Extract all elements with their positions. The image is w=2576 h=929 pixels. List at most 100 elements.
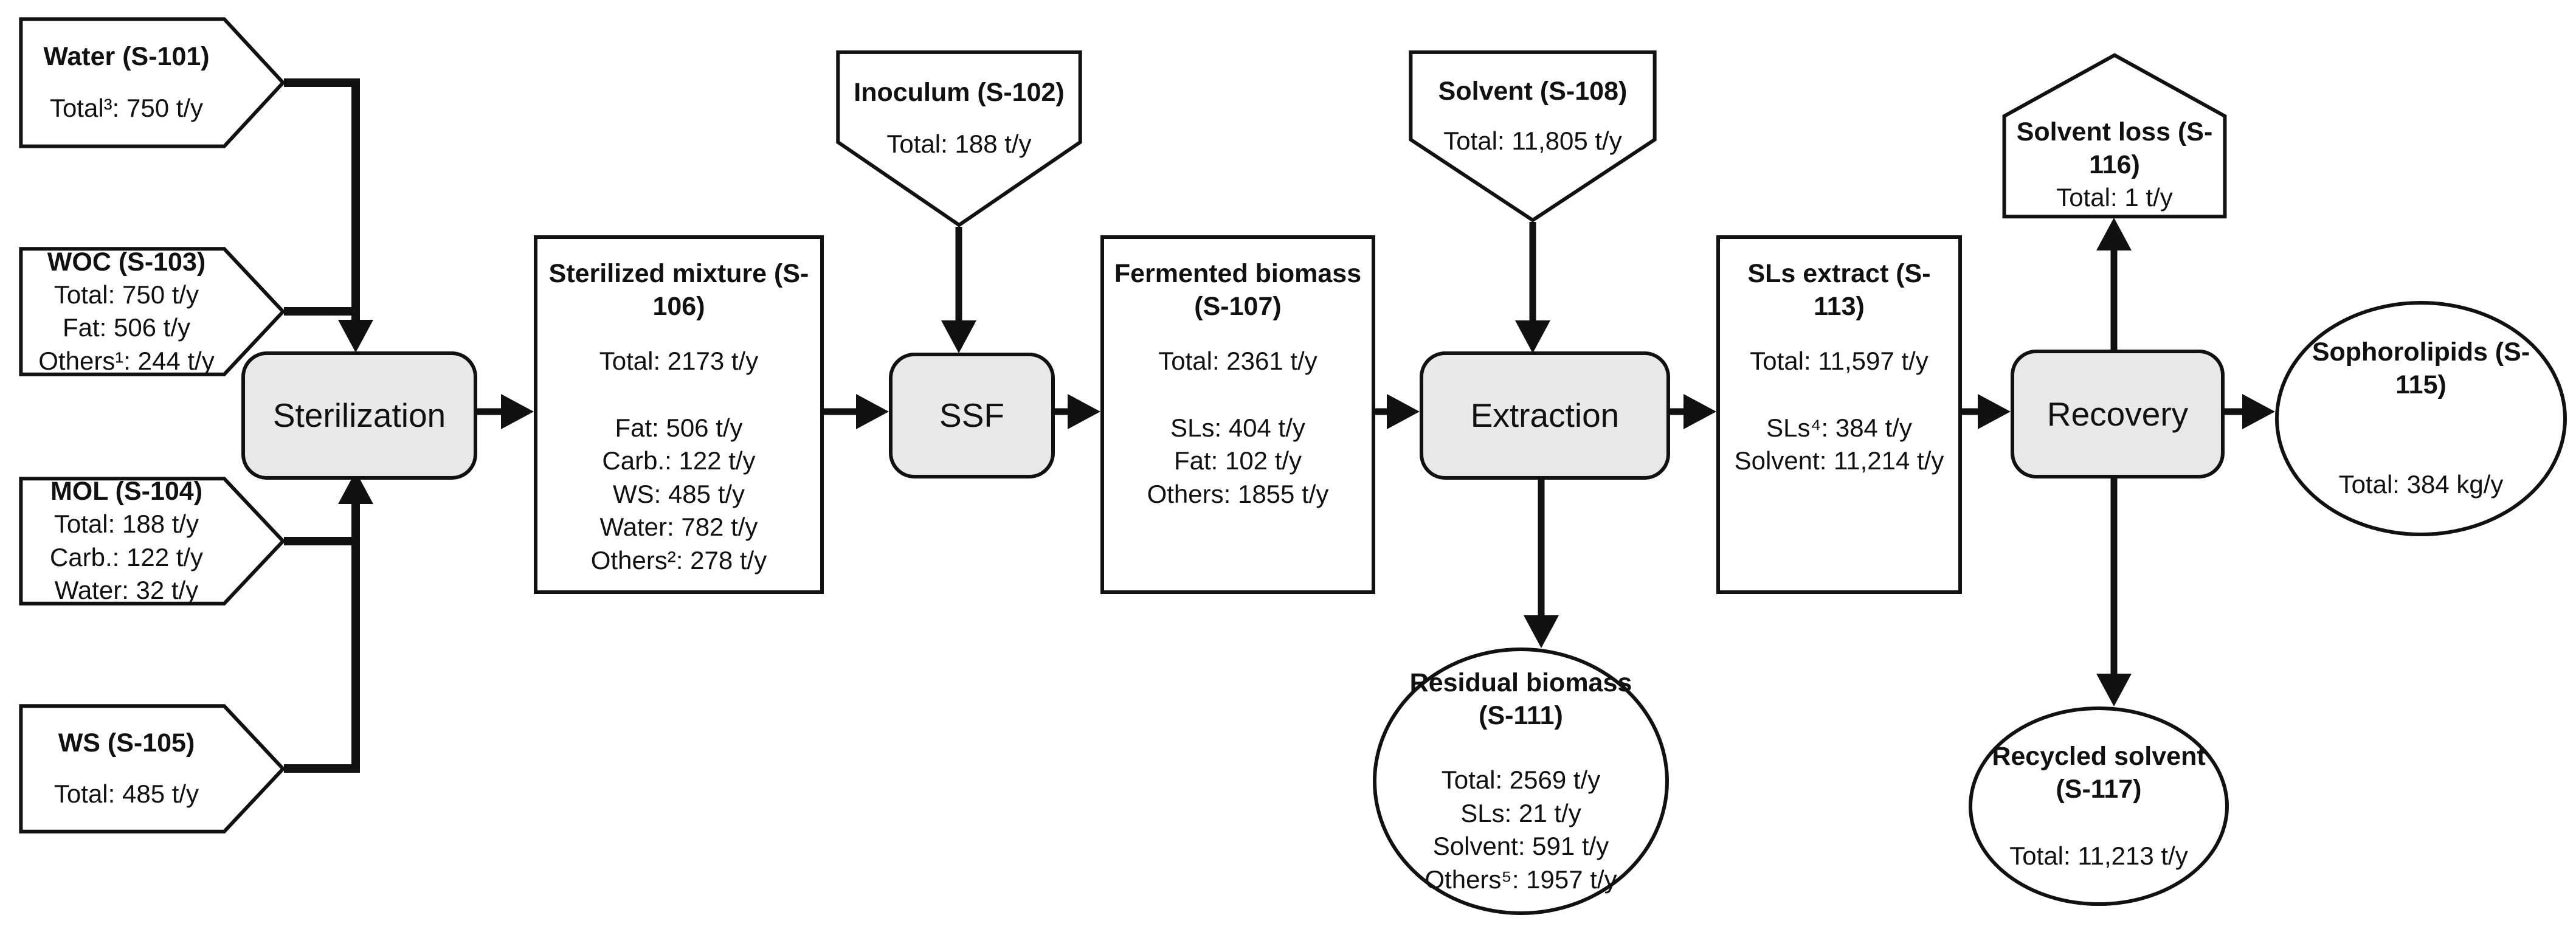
pentagon-down-shape: [1406, 50, 1660, 222]
stream-content: Solvent loss (S-116) Total: 1 t/y: [2000, 54, 2229, 218]
arrowhead-into-s116: [2096, 218, 2132, 250]
stream-sophorolipids-s115: Sophorolipids (S-115) Total: 384 kg/y: [2275, 301, 2567, 536]
stream-line: Total: 2569 t/y: [1441, 765, 1601, 794]
stream-line: [1735, 378, 1944, 412]
process-ssf: SSF: [889, 353, 1055, 478]
stream-sls-extract-s113: SLs extract (S-113) Total: 11,597 t/y SL…: [1716, 235, 1962, 594]
arrowhead-into-s106: [501, 394, 534, 429]
stream-title: Residual biomass (S-111): [1409, 668, 1632, 730]
stream-body: Total: 11,213 t/y: [2009, 840, 2188, 873]
stream-line: Others: 1855 t/y: [1147, 479, 1329, 508]
stream-line: Carb.: 122 t/y: [49, 542, 204, 572]
stream-content: Sophorolipids (S-115) Total: 384 kg/y: [2279, 305, 2563, 533]
stream-body: Total³: 750 t/y: [50, 92, 203, 125]
process-sterilization: Sterilization: [241, 351, 477, 480]
stream-title: Inoculum (S-102): [854, 78, 1065, 108]
stream-solvent-loss-s116: Solvent loss (S-116) Total: 1 t/y: [2000, 54, 2229, 218]
stream-line: SLs: 404 t/y: [1170, 413, 1305, 442]
stream-line: Total: 750 t/y: [54, 280, 199, 309]
stream-line: Water: 32 t/y: [54, 576, 199, 605]
stream-line: SLs: 21 t/y: [1460, 798, 1581, 827]
stream-line: Water: 782 t/y: [599, 513, 758, 542]
pentagon-right-shape: [18, 16, 286, 149]
stream-sterilized-mixture-s106: Sterilized mixture (S-106) Total: 2173 t…: [534, 235, 824, 594]
stream-line: Total³: 750 t/y: [49, 94, 204, 123]
process-recovery: Recovery: [2011, 350, 2225, 478]
arrowhead-into-s113: [1683, 394, 1716, 429]
pentagon-right-shape: [18, 476, 286, 606]
stream-content: Inoculum (S-102) Total: 188 t/y: [833, 50, 1085, 227]
stream-line: Solvent: 591 t/y: [1432, 832, 1609, 861]
stream-title: Solvent loss (S-116): [2016, 117, 2213, 180]
process-content: SSF: [893, 356, 1051, 475]
stream-recycled-solvent-s117: Recycled solvent (S-117) Total: 11,213 t…: [1969, 706, 2229, 906]
stream-residual-biomass-s111: Residual biomass (S-111) Total: 2569 t/y…: [1373, 648, 1669, 915]
arrowheads: [338, 218, 2275, 706]
stream-content: Solvent (S-108) Total: 11,805 t/y: [1406, 50, 1660, 222]
stream-body: Total: 384 kg/y: [2339, 468, 2504, 502]
stream-line: Solvent: 11,214 t/y: [1734, 446, 1944, 475]
stream-line: Total: 485 t/y: [54, 779, 199, 809]
stream-fermented-biomass-s107: Fermented biomass (S-107) Total: 2361 t/…: [1100, 235, 1375, 594]
arrowhead-into-extraction-top: [1515, 320, 1550, 353]
stream-content: Sterilized mixture (S-106) Total: 2173 t…: [537, 239, 820, 590]
stream-line: [1147, 378, 1329, 412]
pentagon-up-shape: [2000, 54, 2229, 218]
stream-content: Fermented biomass (S-107) Total: 2361 t/…: [1104, 239, 1372, 590]
pentagon-right-shape: [18, 246, 286, 377]
stream-content: SLs extract (S-113) Total: 11,597 t/y SL…: [1720, 239, 1958, 590]
arrowhead-into-s115: [2242, 394, 2275, 429]
stream-ws-s105: WS (S-105) Total: 485 t/y: [18, 703, 286, 834]
stream-line: Total: 2173 t/y: [599, 347, 759, 376]
stream-water-s101: Water (S-101) Total³: 750 t/y: [18, 16, 286, 149]
arrowhead-into-extraction-left: [1387, 394, 1420, 429]
stream-inoculum-s102: Inoculum (S-102) Total: 188 t/y: [833, 50, 1085, 227]
stream-line: Fat: 506 t/y: [62, 313, 191, 342]
stream-body: Total: 1 t/y: [2056, 181, 2172, 215]
stream-solvent-s108: Solvent (S-108) Total: 11,805 t/y: [1406, 50, 1660, 222]
stream-line: WS: 485 t/y: [612, 479, 745, 508]
stream-line: Others⁵: 1957 t/y: [1424, 865, 1617, 894]
arrowhead-into-ssf-left: [856, 394, 889, 429]
process-content: Extraction: [1423, 355, 1666, 476]
stream-title: Water (S-101): [43, 42, 210, 72]
process-content: Recovery: [2014, 353, 2221, 475]
pentagon-right-shape: [18, 703, 286, 834]
stream-line: Total: 11,597 t/y: [1750, 347, 1929, 376]
process-extraction: Extraction: [1420, 351, 1670, 480]
stream-title: WS (S-105): [58, 728, 195, 758]
stream-content: WS (S-105) Total: 485 t/y: [18, 703, 286, 834]
stream-title: Recycled solvent (S-117): [1992, 741, 2206, 804]
process-label: Sterilization: [272, 396, 446, 435]
stream-line: [591, 378, 767, 412]
arrowhead-into-recovery: [1978, 394, 2011, 429]
stream-title: Sterilized mixture (S-106): [548, 259, 809, 322]
arrowhead-into-sterilization-bottom: [338, 471, 373, 504]
stream-title: Solvent (S-108): [1438, 76, 1628, 106]
arrowhead-into-ssf-top: [941, 320, 976, 353]
process-label: Recovery: [2046, 395, 2189, 433]
stream-line: Total: 1 t/y: [2056, 183, 2173, 212]
process-label: SSF: [939, 396, 1004, 435]
stream-line: Total: 188 t/y: [54, 509, 199, 539]
arrowhead-into-s107: [1068, 394, 1100, 429]
process-content: Sterilization: [245, 355, 474, 476]
process-label: Extraction: [1470, 396, 1620, 435]
stream-body: Total: 485 t/y: [54, 778, 199, 811]
stream-line: Total: 11,213 t/y: [2009, 841, 2188, 870]
stream-content: Recycled solvent (S-117) Total: 11,213 t…: [1972, 710, 2225, 902]
stream-line: Total: 11,805 t/y: [1443, 126, 1622, 155]
stream-line: Fat: 102 t/y: [1173, 446, 1302, 475]
stream-body: Total: 11,805 t/y: [1443, 125, 1621, 158]
stream-body: Total: 188 t/y: [886, 128, 1031, 161]
stream-title: Fermented biomass (S-107): [1114, 259, 1362, 322]
stream-line: Total: 188 t/y: [886, 129, 1032, 158]
